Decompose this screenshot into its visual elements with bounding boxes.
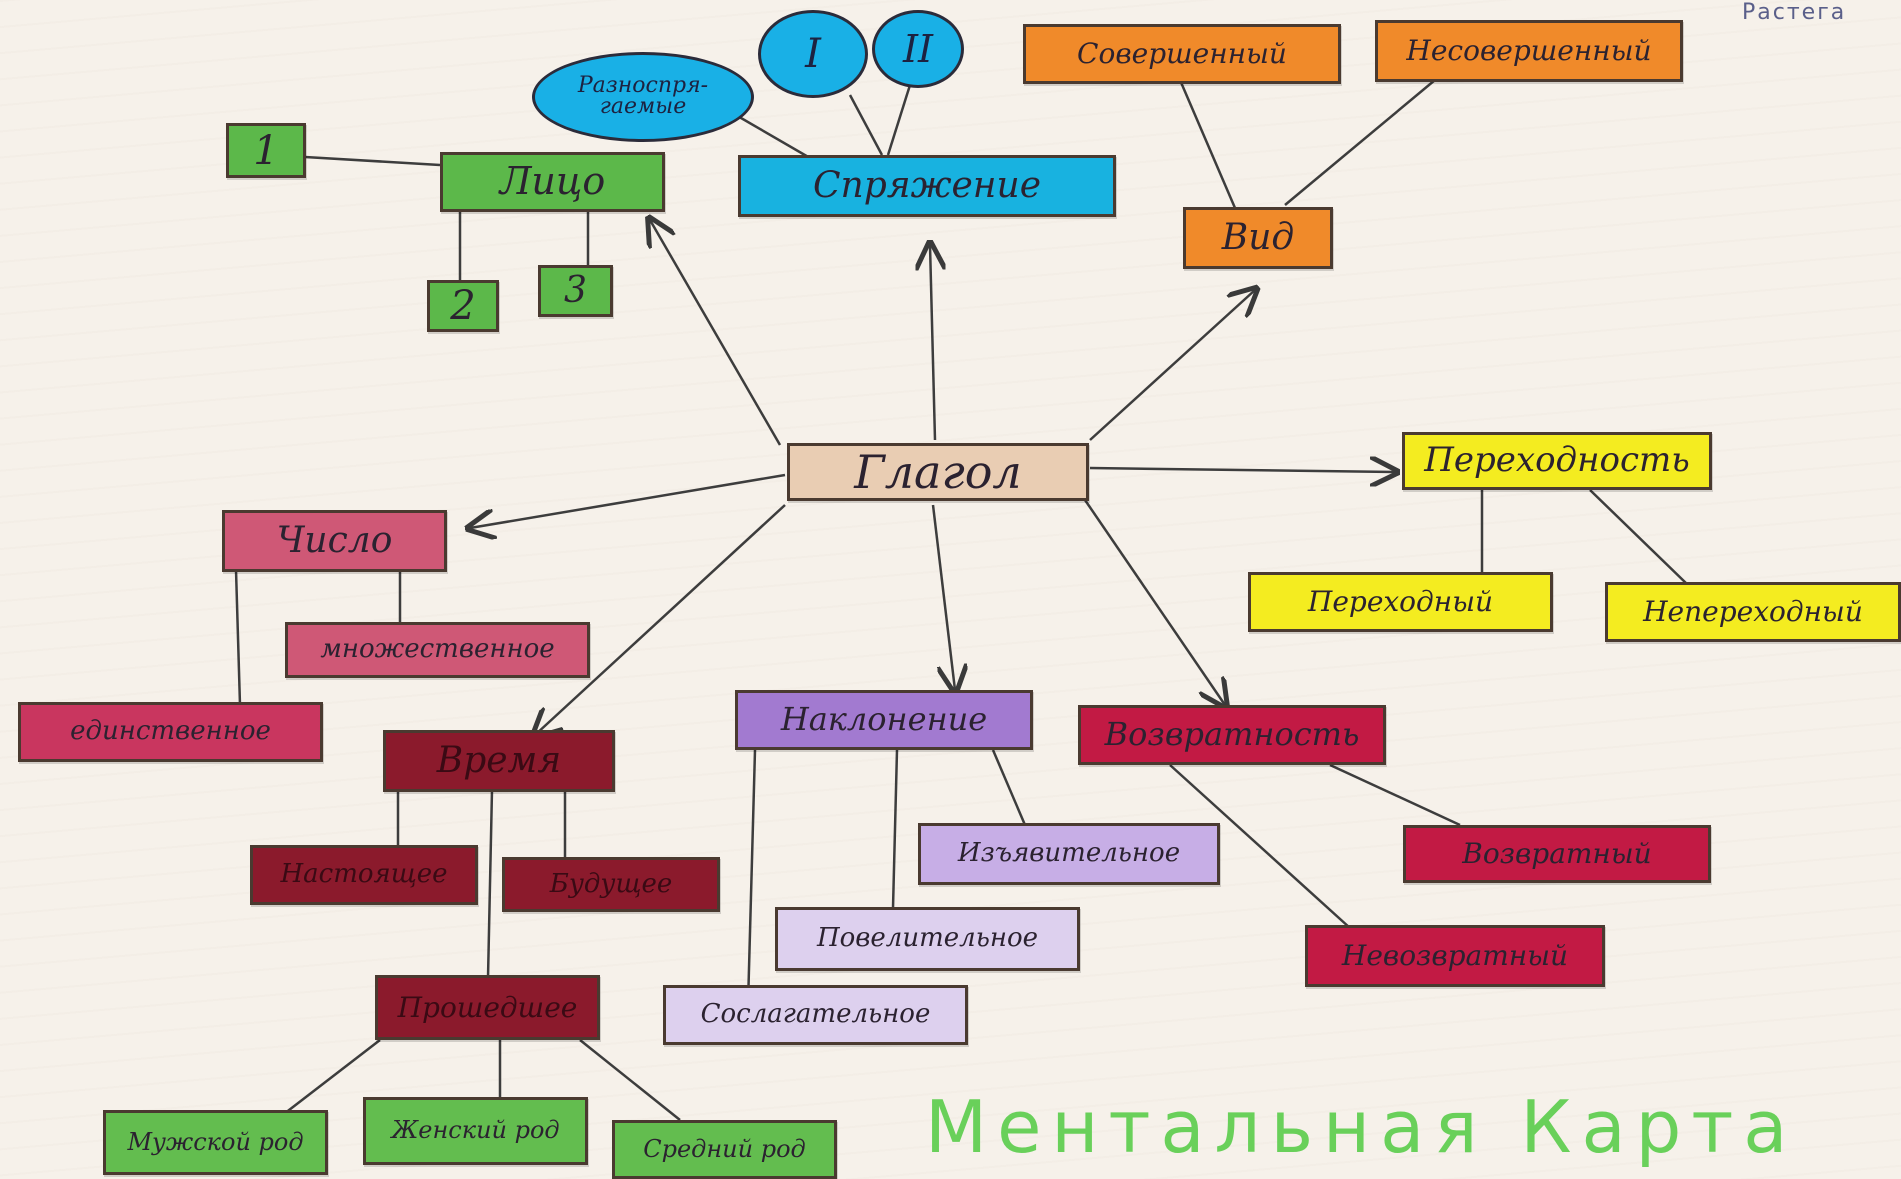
arrow-to-naklonenie (931, 504, 955, 690)
node-sredniy-rod: Средний род (612, 1120, 837, 1179)
node-vid: Вид (1183, 207, 1333, 269)
node-budushchee: Будущее (502, 857, 720, 912)
node-lico-1: 1 (226, 123, 306, 178)
arrow-to-vid (1089, 290, 1255, 441)
node-sovershenny: Совершенный (1023, 24, 1341, 84)
node-povelitelnoe: Повелительное (775, 907, 1080, 971)
corner-note: Растега (1742, 0, 1847, 25)
node-proshedshee: Прошедшее (375, 975, 600, 1040)
map-title: Ментальная Карта (925, 1085, 1798, 1169)
arrow-to-lico (650, 220, 782, 446)
node-perehodnost: Переходность (1402, 432, 1712, 490)
node-muzhskoy-rod: Мужской род (103, 1110, 328, 1175)
node-mnozhestvennoe: множественное (285, 622, 590, 678)
node-lico-2: 2 (427, 280, 499, 332)
node-nastoyashchee: Настоящее (250, 845, 478, 905)
node-chislo: Число (222, 510, 447, 572)
node-soslagatelnoe: Сослагательное (663, 985, 968, 1045)
node-spryazhenie-1: I (758, 10, 868, 98)
center-node-glagol: Глагол (787, 443, 1089, 501)
node-naklonenie: Наклонение (735, 690, 1033, 750)
node-spryazhenie: Спряжение (738, 155, 1116, 217)
node-vremya: Время (383, 730, 615, 792)
node-edinstvennoe: единственное (18, 702, 323, 762)
node-spryazhenie-2: II (872, 10, 964, 88)
node-izyavitelnoe: Изъявительное (918, 823, 1220, 885)
node-raznospryagaemye: Разноспря-гаемые (532, 52, 754, 142)
arrow-to-chislo (470, 473, 786, 528)
node-lico: Лицо (440, 152, 665, 212)
arrow-to-perehodnost (1089, 468, 1395, 472)
arrow-to-spryazhenie (930, 245, 935, 441)
node-nesovershenny: Несовершенный (1375, 20, 1683, 82)
node-vozvratny: Возвратный (1403, 825, 1711, 883)
node-neperehodny: Непереходный (1605, 582, 1901, 642)
arrow-to-vremya (535, 504, 786, 735)
node-zhenskiy-rod: Женский род (363, 1097, 588, 1165)
node-perehodny: Переходный (1248, 572, 1553, 632)
node-lico-3: 3 (538, 265, 613, 317)
node-vozvratnost: Возвратность (1078, 705, 1386, 765)
arrow-to-vozvratnost (1083, 499, 1225, 705)
node-nevozvratny: Невозвратный (1305, 925, 1605, 987)
